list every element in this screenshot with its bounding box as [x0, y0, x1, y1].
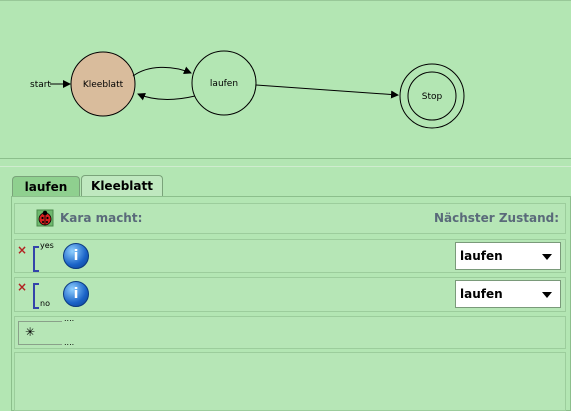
transition-laufen-kleeblatt[interactable] [137, 93, 196, 101]
new-sensor-slot[interactable]: ✳ [18, 321, 62, 345]
condition-no-label: no [40, 299, 50, 308]
slot-dots-top: .... [64, 314, 75, 323]
chevron-down-icon [542, 254, 552, 260]
condition-yes-label: yes [40, 241, 54, 250]
move-up-command-icon[interactable]: i [63, 243, 89, 269]
next-state-select-no[interactable]: laufen [455, 280, 561, 308]
splitter[interactable] [0, 158, 571, 167]
state-laufen[interactable] [191, 50, 257, 116]
transition-row-yes[interactable]: × yes i laufen [14, 239, 566, 273]
state-stop-inner [407, 71, 457, 121]
state-diagram[interactable]: start Kleeblatt laufen Stop [0, 1, 571, 159]
new-transition-row[interactable]: ✳ .... .... [14, 314, 566, 349]
transition-row-no[interactable]: × no i laufen [14, 277, 566, 312]
state-laufen-label: laufen [210, 79, 238, 89]
sensor-bracket-icon [33, 283, 39, 309]
state-stop-label: Stop [422, 92, 443, 102]
sensor-bracket-icon [33, 246, 39, 272]
empty-drop-area[interactable] [14, 352, 566, 411]
tab-kleeblatt[interactable]: Kleeblatt [81, 175, 163, 196]
chevron-down-icon [542, 292, 552, 298]
state-diagram-pane[interactable]: start Kleeblatt laufen Stop [0, 0, 571, 158]
delete-row-icon[interactable]: × [17, 243, 28, 257]
slot-dots-bottom: .... [64, 338, 75, 347]
next-state-heading: Nächster Zustand: [433, 211, 559, 225]
start-label: start [30, 80, 51, 90]
state-kleeblatt[interactable] [70, 51, 136, 117]
kara-ladybug-icon [36, 209, 54, 227]
transition-kleeblatt-laufen[interactable] [132, 66, 192, 77]
kara-action-heading: Kara macht: [60, 211, 143, 225]
state-stop-outer[interactable] [399, 63, 465, 129]
table-header-row: Kara macht: Nächster Zustand: [14, 203, 566, 234]
tab-laufen[interactable]: laufen [12, 176, 80, 196]
state-kleeblatt-label: Kleeblatt [83, 80, 124, 90]
new-transition-icon: ✳ [25, 325, 36, 339]
transition-laufen-stop[interactable] [255, 84, 399, 99]
next-state-select-yes[interactable]: laufen [455, 242, 561, 270]
delete-row-icon[interactable]: × [17, 280, 28, 294]
move-down-command-icon[interactable]: i [63, 281, 89, 307]
